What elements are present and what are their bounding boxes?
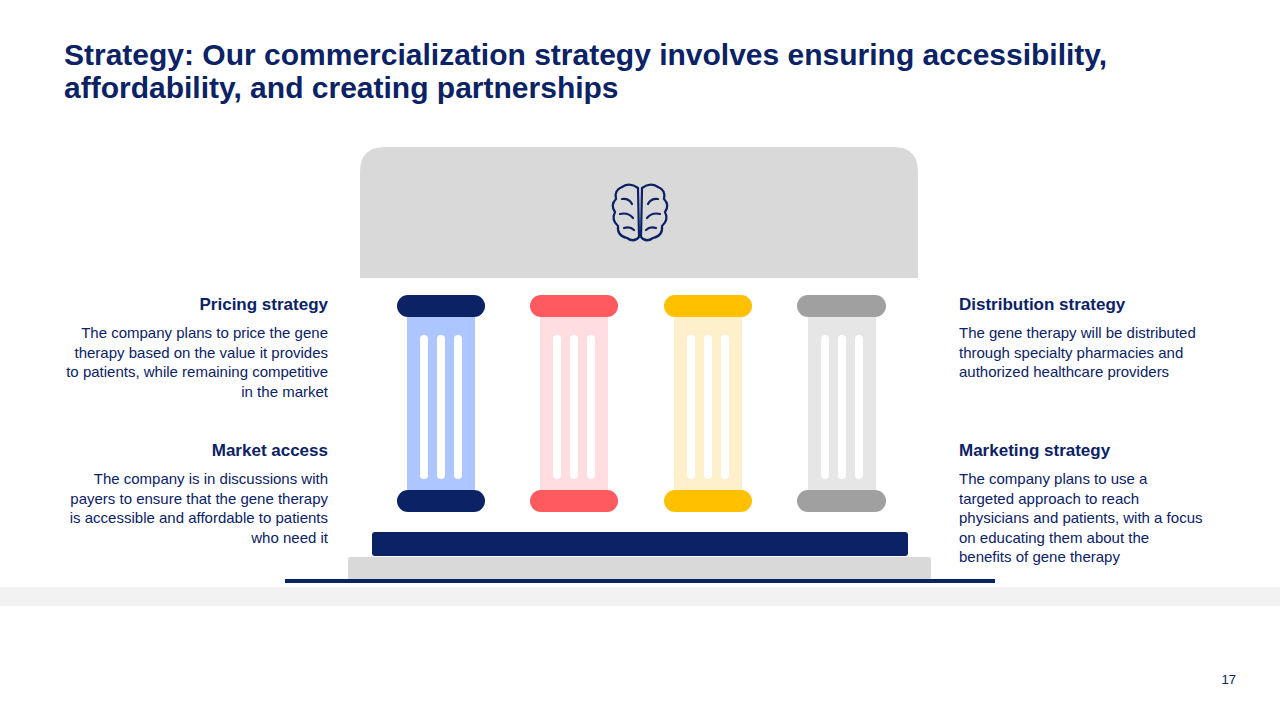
section-body: The company is in discussions with payer… <box>58 469 328 547</box>
section-heading: Market access <box>58 440 328 462</box>
brain-icon <box>613 185 668 241</box>
pillar <box>797 295 886 512</box>
pillar <box>397 295 485 512</box>
temple-step <box>348 557 931 580</box>
flute <box>704 335 712 479</box>
flute <box>838 335 846 479</box>
pillar <box>664 295 752 512</box>
ground-line <box>285 579 995 583</box>
flute <box>721 335 729 479</box>
section-heading: Pricing strategy <box>58 294 328 316</box>
flute <box>821 335 829 479</box>
footer-band <box>0 587 1280 606</box>
section-heading: Marketing strategy <box>959 440 1249 462</box>
section-heading: Distribution strategy <box>959 294 1249 316</box>
temple-base <box>372 532 908 556</box>
flute <box>420 335 428 479</box>
section-body: The gene therapy will be distributed thr… <box>959 323 1231 382</box>
flute <box>855 335 863 479</box>
flute <box>553 335 561 479</box>
flute <box>437 335 445 479</box>
page-number: 17 <box>1200 672 1236 687</box>
slide-title: Strategy: Our commercialization strategy… <box>64 38 1124 104</box>
flute <box>687 335 695 479</box>
flute <box>587 335 595 479</box>
pillar-flutes <box>420 335 863 479</box>
section-body: The company plans to price the gene ther… <box>58 323 328 401</box>
flute <box>454 335 462 479</box>
flute <box>570 335 578 479</box>
pillar <box>530 295 618 512</box>
section-body: The company plans to use a targeted appr… <box>959 469 1204 567</box>
temple-roof <box>360 147 918 278</box>
